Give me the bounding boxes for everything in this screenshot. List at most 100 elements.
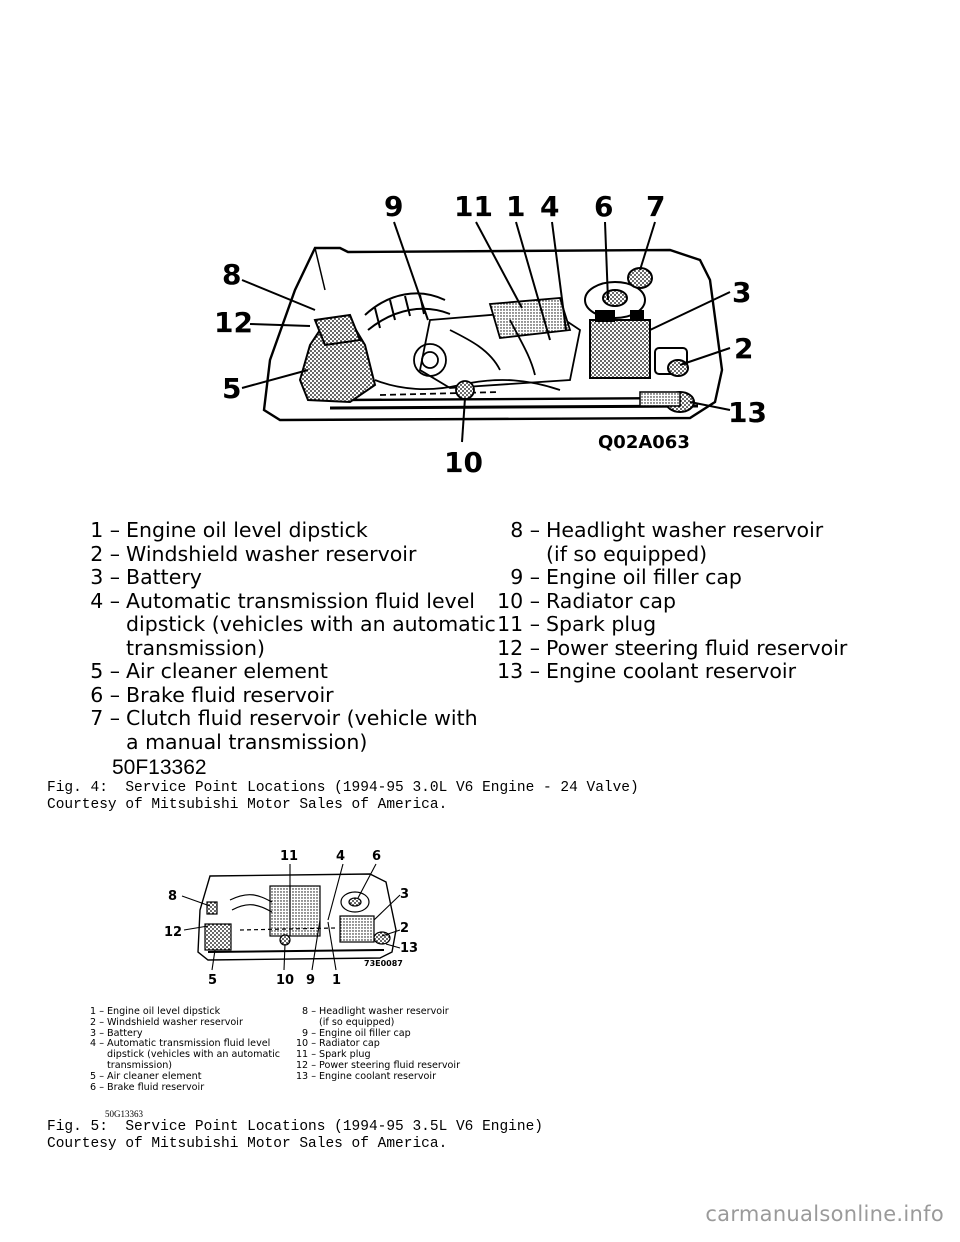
legend-item: (if so equipped) [294, 1018, 460, 1029]
legend-item-number: 2 – [82, 1018, 107, 1029]
legend-item: 11 –Spark plug [490, 613, 847, 637]
legend-item-number: 6 – [70, 684, 126, 708]
figure4-engine-diagram: 9 11 1 4 6 7 8 12 5 10 3 2 13 Q02A063 [200, 180, 780, 480]
legend-item-number: 5 – [82, 1072, 107, 1083]
legend-item-text: Power steering fluid reservoir [546, 637, 847, 661]
legend-item-text: Brake fluid reservoir [126, 684, 334, 708]
figure5-caption-line2: Courtesy of Mitsubishi Motor Sales of Am… [47, 1136, 447, 1153]
callout-11: 11 [454, 190, 493, 223]
legend-item: 5 –Air cleaner element [70, 660, 496, 684]
callout-10: 10 [444, 446, 483, 479]
legend-item-number: 6 – [82, 1083, 107, 1094]
legend-item-number: 5 – [70, 660, 126, 684]
clutch-reservoir [628, 268, 652, 288]
figure4-callouts: 9 11 1 4 6 7 8 12 5 10 3 2 13 Q02A063 [214, 190, 767, 479]
legend-item-number: 10 – [490, 590, 546, 614]
callout-8-small: 8 [168, 889, 177, 904]
figure4-legend-right: 8 –Headlight washer reservoir(if so equi… [490, 519, 847, 684]
legend-item-number: 3 – [70, 566, 126, 590]
legend-item-number: 7 – [70, 707, 126, 731]
figure4-caption-line1: Fig. 4: Service Point Locations (1994-95… [47, 780, 639, 797]
callout-9-small: 9 [306, 973, 315, 988]
legend-item-number [70, 613, 126, 637]
figure5-number: 50G13363 [105, 1109, 143, 1119]
figure5-engine-diagram: 11 4 6 8 3 12 2 13 5 10 9 1 73E0087 [160, 840, 440, 990]
leader-lines [242, 222, 730, 442]
legend-item: a manual transmission) [70, 731, 496, 755]
legend-item-number: 9 – [490, 566, 546, 590]
legend-item-text: Brake fluid reservoir [107, 1083, 204, 1094]
legend-item: 13 –Engine coolant reservoir [294, 1072, 460, 1083]
legend-item-number [82, 1050, 107, 1061]
callout-1: 1 [506, 190, 525, 223]
legend-item-number: 4 – [70, 590, 126, 614]
legend-item: 8 –Headlight washer reservoir [490, 519, 847, 543]
legend-item-text: Air cleaner element [107, 1072, 201, 1083]
intake-hose [365, 293, 450, 330]
legend-item-text: (if so equipped) [319, 1018, 394, 1029]
legend-item-text: transmission) [126, 637, 265, 661]
callout-6: 6 [594, 190, 613, 223]
legend-item-text: Clutch fluid reservoir (vehicle with [126, 707, 478, 731]
legend-item-number: 13 – [294, 1072, 319, 1083]
legend-item-number [294, 1018, 319, 1029]
legend-item-text: Battery [126, 566, 202, 590]
washer-reservoir [655, 348, 688, 376]
legend-item: 4 –Automatic transmission fluid level [70, 590, 496, 614]
callout-8: 8 [222, 258, 241, 291]
legend-item: 6 –Brake fluid reservoir [70, 684, 496, 708]
legend-item-text: Engine oil level dipstick [126, 519, 368, 543]
legend-item: transmission) [70, 637, 496, 661]
legend-item: 2 –Windshield washer reservoir [70, 543, 496, 567]
coolant-reservoir [640, 392, 694, 412]
legend-item-number: 1 – [70, 519, 126, 543]
callout-4: 4 [540, 190, 559, 223]
legend-item-text: Windshield washer reservoir [126, 543, 416, 567]
callout-2: 2 [734, 332, 753, 365]
legend-item-text: Radiator cap [546, 590, 676, 614]
legend-item-text: Engine oil filler cap [546, 566, 742, 590]
callout-3: 3 [732, 276, 751, 309]
figure4-caption-line2: Courtesy of Mitsubishi Motor Sales of Am… [47, 797, 447, 814]
battery [590, 310, 650, 378]
callout-3-small: 3 [400, 887, 409, 902]
callout-5: 5 [222, 372, 241, 405]
callout-12-small: 12 [164, 925, 182, 940]
engine-block [375, 298, 580, 399]
air-cleaner [300, 315, 375, 402]
legend-item: 12 –Power steering fluid reservoir [490, 637, 847, 661]
legend-item-number: 13 – [490, 660, 546, 684]
legend-item-text: (if so equipped) [546, 543, 707, 567]
legend-item-text: Spark plug [546, 613, 656, 637]
callout-13: 13 [728, 396, 767, 429]
legend-item-text: a manual transmission) [126, 731, 367, 755]
legend-item-text: dipstick (vehicles with an automatic [126, 613, 496, 637]
legend-item: 3 –Battery [70, 566, 496, 590]
legend-item-text: Engine coolant reservoir [546, 660, 796, 684]
legend-item: 6 –Brake fluid reservoir [82, 1083, 280, 1094]
callout-5-small: 5 [208, 973, 217, 988]
figure5-caption-line1: Fig. 5: Service Point Locations (1994-95… [47, 1119, 543, 1136]
legend-item-number: 4 – [82, 1039, 107, 1050]
legend-item-text: Automatic transmission fluid level [126, 590, 475, 614]
legend-item: 2 –Windshield washer reservoir [82, 1018, 280, 1029]
legend-item: 13 –Engine coolant reservoir [490, 660, 847, 684]
callout-2-small: 2 [400, 921, 409, 936]
legend-item-text: Air cleaner element [126, 660, 328, 684]
legend-item-number [70, 731, 126, 755]
engine-components-small [205, 886, 390, 950]
legend-item: (if so equipped) [490, 543, 847, 567]
legend-item-number: 8 – [490, 519, 546, 543]
legend-item-text: Windshield washer reservoir [107, 1018, 243, 1029]
legend-item: 10 –Radiator cap [490, 590, 847, 614]
callout-4-small: 4 [336, 849, 345, 864]
legend-item-number [490, 543, 546, 567]
legend-item: 9 –Engine oil filler cap [490, 566, 847, 590]
legend-item-text: Engine coolant reservoir [319, 1072, 436, 1083]
callout-7: 7 [646, 190, 665, 223]
legend-item: 7 –Clutch fluid reservoir (vehicle with [70, 707, 496, 731]
callout-10-small: 10 [276, 973, 294, 988]
legend-item: 1 –Engine oil level dipstick [70, 519, 496, 543]
legend-item-number: 8 – [294, 1007, 319, 1018]
